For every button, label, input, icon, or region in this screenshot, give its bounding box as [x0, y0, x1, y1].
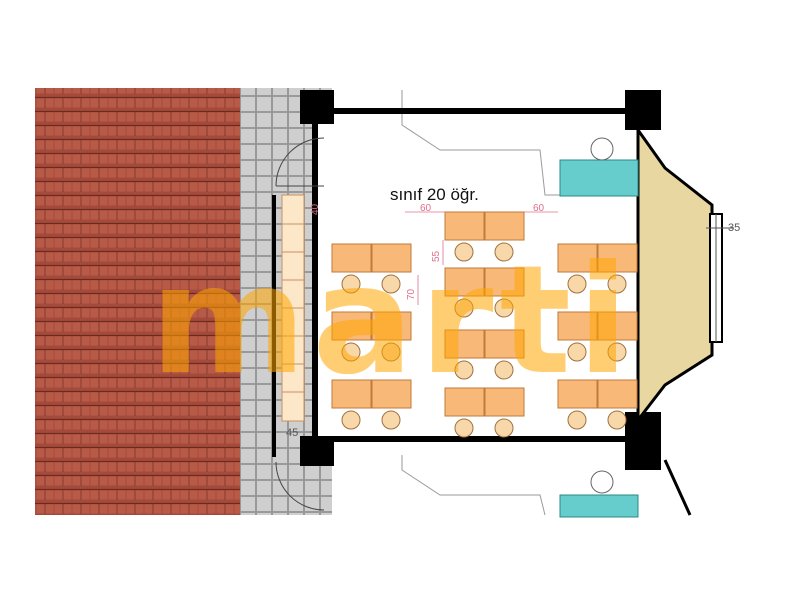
- teacher-desk-top: [559, 137, 639, 197]
- student-desk: [484, 387, 525, 417]
- dimension-lines: [405, 211, 558, 305]
- dim-desk-gap: 55: [431, 250, 442, 262]
- student-desk: [557, 311, 598, 341]
- student-desk: [444, 387, 485, 417]
- lower-zone-outline: [401, 455, 546, 516]
- student-chair: [494, 242, 514, 262]
- student-chair: [607, 274, 627, 294]
- student-chair: [607, 342, 627, 362]
- student-chair: [341, 342, 361, 362]
- student-chair: [341, 410, 361, 430]
- dim-top-right: 60: [533, 203, 545, 214]
- student-chair: [454, 242, 474, 262]
- student-desk: [484, 211, 525, 241]
- student-desk: [557, 243, 598, 273]
- walls: [272, 90, 661, 470]
- student-desk: [484, 267, 525, 297]
- student-chair: [454, 298, 474, 318]
- wall-offset-top-label: 40: [310, 203, 321, 215]
- student-chair: [381, 274, 401, 294]
- student-desk: [371, 243, 412, 273]
- student-desk: [484, 329, 525, 359]
- door-swing-top: [275, 137, 325, 187]
- bay-window: [636, 125, 714, 425]
- window-depth-label: 35: [728, 222, 740, 234]
- student-desk: [597, 311, 638, 341]
- student-desk: [371, 379, 412, 409]
- room-label: sınıf 20 öğr.: [390, 185, 479, 204]
- student-desk: [444, 211, 485, 241]
- student-chair: [341, 274, 361, 294]
- dim-row-depth: 70: [406, 288, 417, 300]
- student-desk: [557, 379, 598, 409]
- student-desk: [331, 379, 372, 409]
- lower-diagonal-wall: [663, 459, 692, 516]
- student-desk: [444, 267, 485, 297]
- student-desk: [331, 311, 372, 341]
- dim-top-left: 60: [420, 203, 432, 214]
- student-chair: [494, 360, 514, 380]
- door-swing-bottom: [275, 461, 325, 511]
- wall-offset-bottom-label: 45: [286, 427, 298, 439]
- student-desk: [444, 329, 485, 359]
- student-chair: [494, 418, 514, 438]
- student-chair: [567, 342, 587, 362]
- student-chair: [381, 410, 401, 430]
- student-desk: [597, 379, 638, 409]
- student-desk: [371, 311, 412, 341]
- student-desk: [597, 243, 638, 273]
- student-chair: [494, 298, 514, 318]
- student-chair: [567, 410, 587, 430]
- student-desks: [331, 211, 638, 438]
- watermark: marti: [150, 234, 635, 408]
- student-chair: [381, 342, 401, 362]
- side-cabinet: [281, 194, 305, 422]
- student-chair: [454, 418, 474, 438]
- roof-tiles: [35, 88, 240, 515]
- teacher-desk-bottom: [559, 470, 639, 518]
- student-chair: [607, 410, 627, 430]
- student-desk: [331, 243, 372, 273]
- student-chair: [567, 274, 587, 294]
- student-chair: [454, 360, 474, 380]
